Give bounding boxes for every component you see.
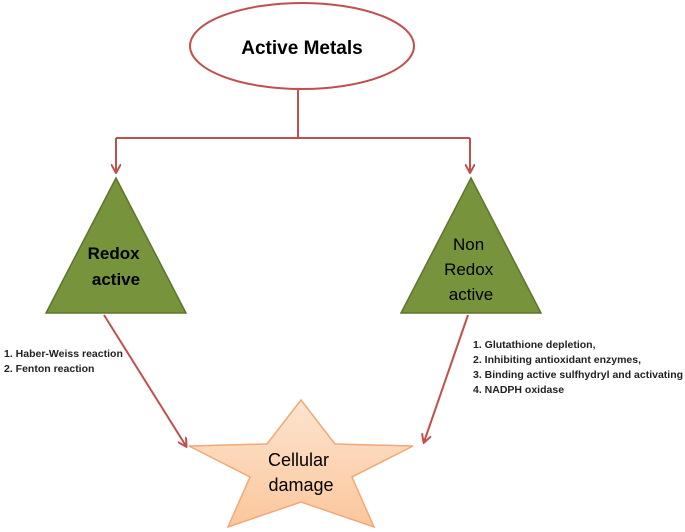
non-redox-active-node: Non Redox active <box>399 176 543 314</box>
root-connector <box>116 90 470 172</box>
cellular-damage-line-2: damage <box>268 475 333 495</box>
redox-active-line-2: active <box>92 270 140 289</box>
cellular-damage-node: Cellular damage <box>188 398 414 529</box>
svg-text:Cellular damage: Cellular damage <box>268 450 334 495</box>
redox-active-line-1: Redox <box>88 244 141 263</box>
redox-mechanisms-list: 1. Haber-Weiss reaction 2. Fenton reacti… <box>4 348 126 375</box>
non-redox-mechanisms-list: 1. Glutathione depletion, 2. Inhibiting … <box>473 339 685 396</box>
arrow-non-redox-to-damage <box>424 314 469 442</box>
svg-text:Redox active: Redox active <box>88 244 145 289</box>
redox-mechanism-1: 1. Haber-Weiss reaction <box>4 348 123 360</box>
active-metals-label: Active Metals <box>241 38 362 59</box>
non-redox-mechanism-3: 3. Binding active sulfhydryl and activat… <box>473 369 683 381</box>
svg-text:Non Redox active: Non Redox active <box>444 235 498 304</box>
non-redox-mechanism-1: 1. Glutathione depletion, <box>473 339 596 351</box>
cellular-damage-line-1: Cellular <box>268 450 329 470</box>
redox-active-node: Redox active <box>44 176 188 314</box>
non-redox-mechanism-4: 4. NADPH oxidase <box>473 384 564 396</box>
redox-mechanism-2: 2. Fenton reaction <box>4 363 94 375</box>
arrow-redox-to-damage <box>103 314 186 446</box>
non-redox-line-3: active <box>449 285 493 304</box>
non-redox-line-2: Redox <box>444 260 494 279</box>
non-redox-mechanism-2: 2. Inhibiting antioxidant enzymes, <box>473 354 641 366</box>
non-redox-line-1: Non <box>453 235 484 254</box>
active-metals-node: Active Metals <box>189 2 415 90</box>
